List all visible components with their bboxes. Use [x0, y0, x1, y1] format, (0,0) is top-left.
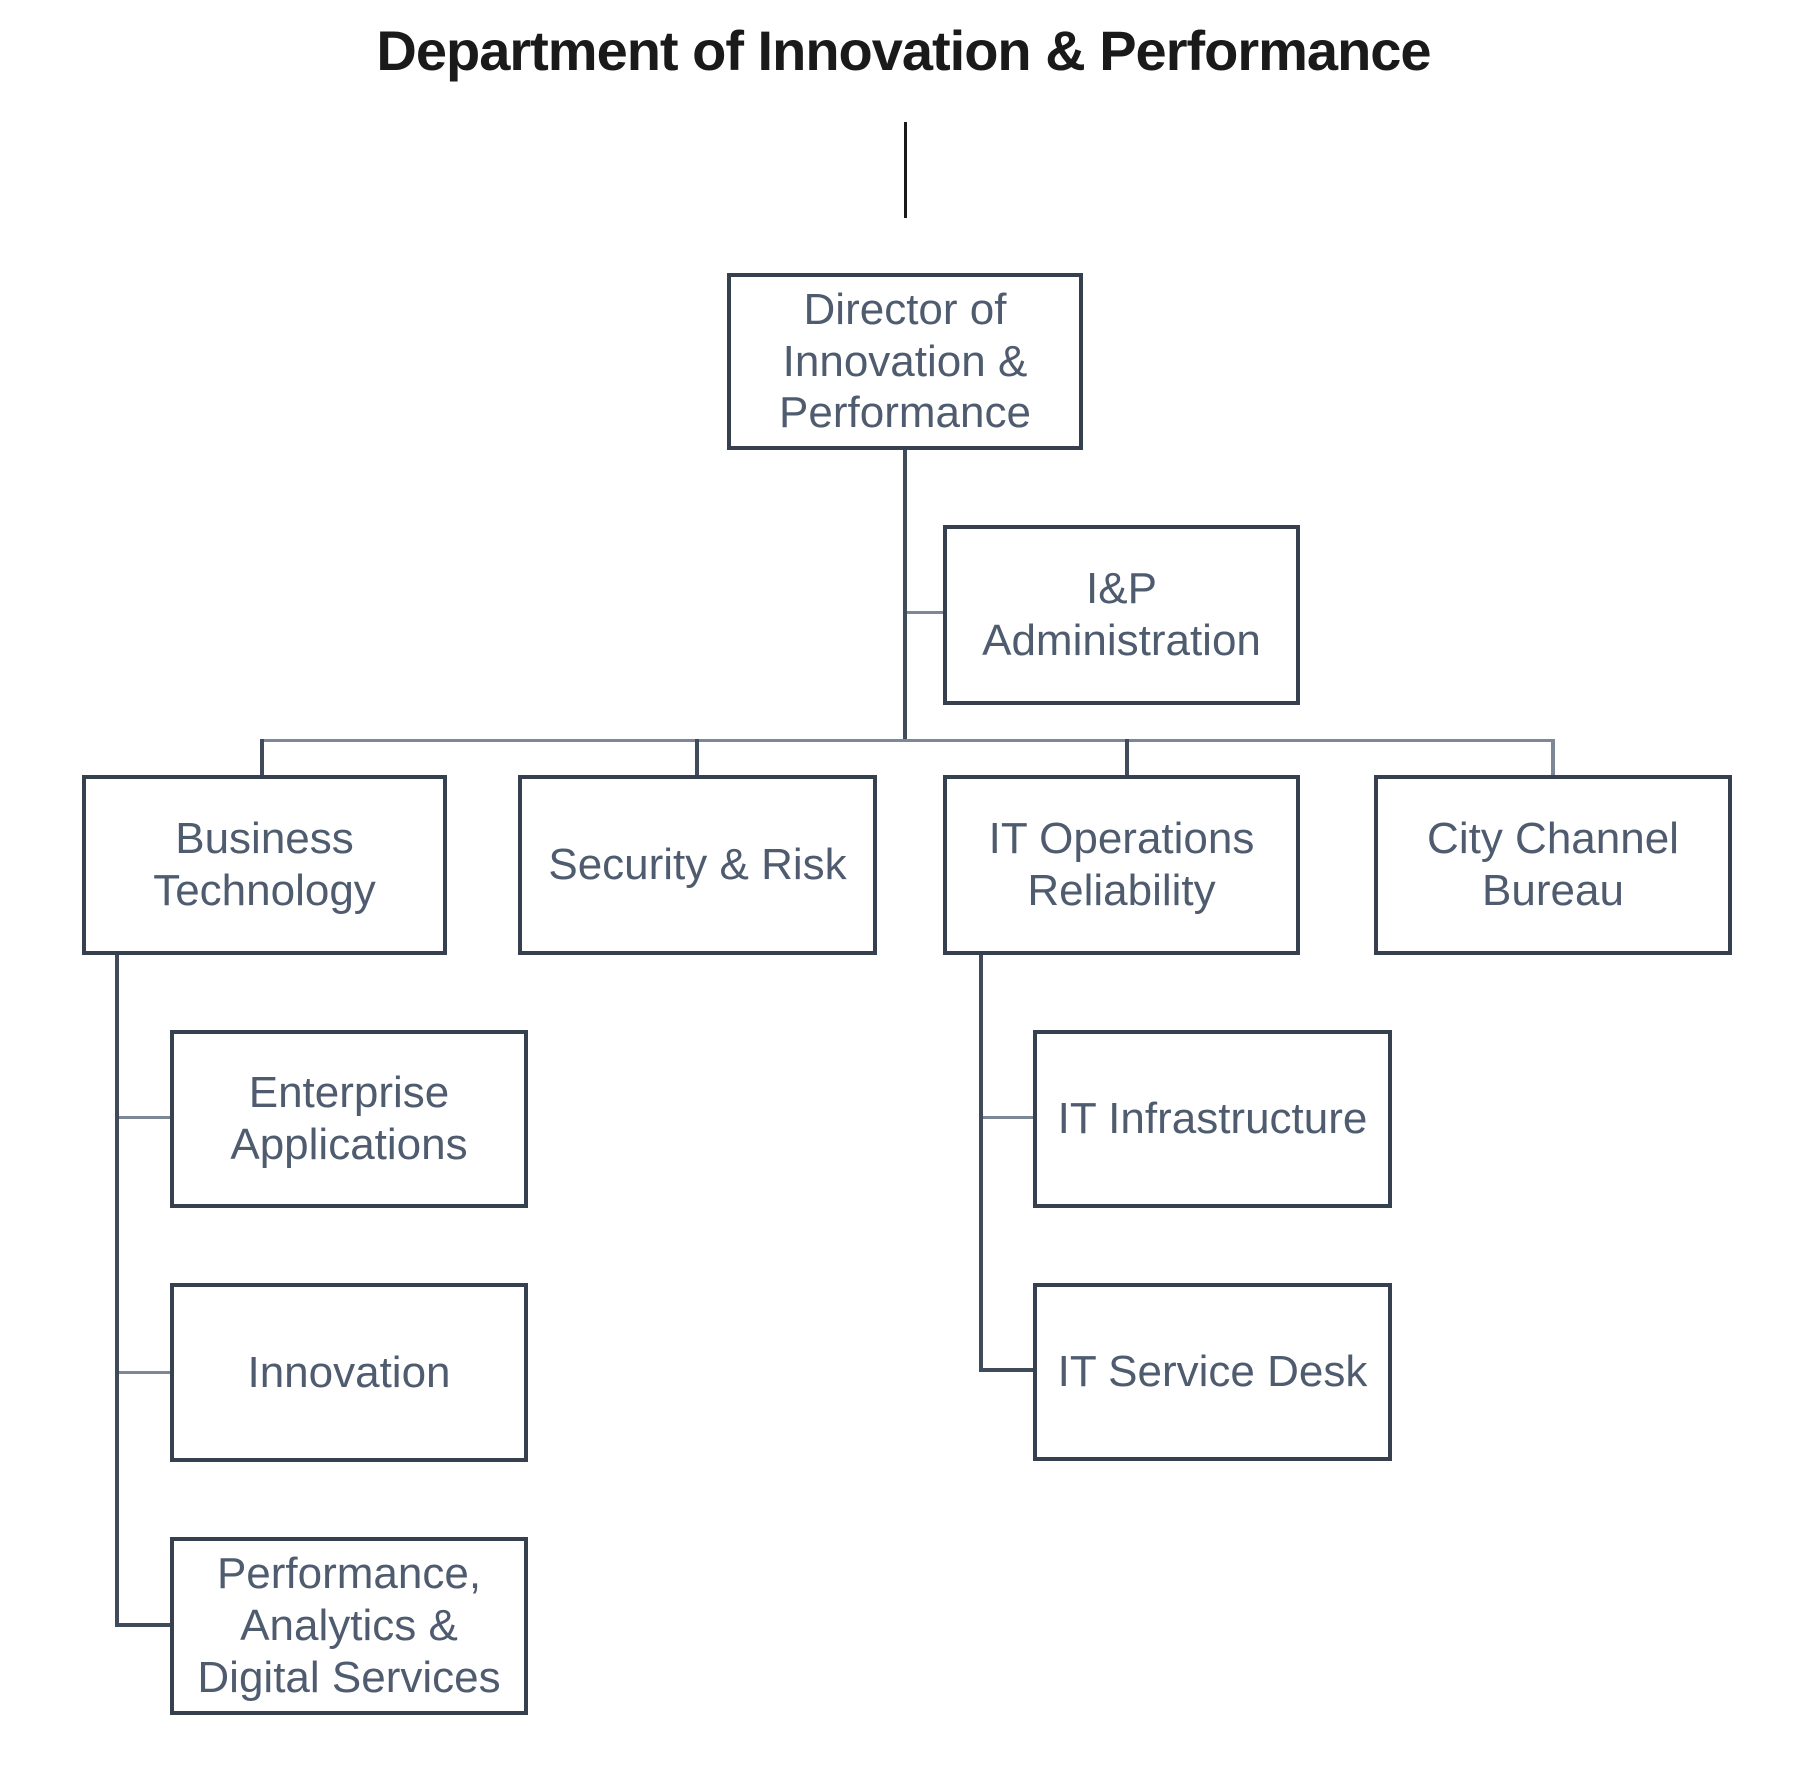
node-ip-administration: I&P Administration	[943, 525, 1300, 705]
connector-stub-innovation	[119, 1371, 170, 1374]
node-director-label: Director of Innovation & Performance	[779, 284, 1031, 438]
connector-stub-infrastructure	[983, 1116, 1033, 1119]
connector-stub-enterprise	[119, 1116, 170, 1119]
connector-business-trunk	[115, 955, 119, 1627]
connector-main-horizontal	[260, 739, 1555, 742]
chart-title: Department of Innovation & Performance	[376, 19, 1431, 82]
connector-drop-security	[695, 739, 699, 775]
connector-drop-itops	[1125, 739, 1129, 775]
connector-elbow-servicedesk	[979, 1368, 1033, 1372]
node-security-risk-label: Security & Risk	[548, 840, 847, 890]
node-ip-administration-label: I&P Administration	[982, 564, 1261, 665]
node-enterprise-applications: Enterprise Applications	[170, 1030, 528, 1208]
connector-itops-trunk	[979, 955, 983, 1372]
node-business-technology: Business Technology	[82, 775, 447, 955]
connector-drop-business	[260, 739, 264, 775]
node-innovation: Innovation	[170, 1283, 528, 1462]
connector-title-tick	[904, 122, 907, 218]
node-director: Director of Innovation & Performance	[727, 273, 1083, 450]
connector-admin-stub	[907, 611, 943, 614]
node-security-risk: Security & Risk	[518, 775, 877, 955]
node-enterprise-applications-label: Enterprise Applications	[230, 1068, 468, 1169]
node-it-infrastructure: IT Infrastructure	[1033, 1030, 1392, 1208]
node-it-infrastructure-label: IT Infrastructure	[1057, 1094, 1368, 1144]
node-performance-analytics-digital-services: Performance, Analytics & Digital Service…	[170, 1537, 528, 1715]
node-performance-analytics-digital-services-label: Performance, Analytics & Digital Service…	[197, 1549, 501, 1702]
connector-elbow-performance	[115, 1623, 170, 1627]
node-business-technology-label: Business Technology	[153, 814, 376, 915]
connector-director-trunk	[903, 450, 907, 742]
node-it-service-desk-label: IT Service Desk	[1057, 1347, 1368, 1397]
node-city-channel-bureau-label: City Channel Bureau	[1427, 814, 1679, 915]
node-city-channel-bureau: City Channel Bureau	[1374, 775, 1732, 955]
node-it-operations-reliability-label: IT Operations Reliability	[988, 814, 1255, 915]
node-it-operations-reliability: IT Operations Reliability	[943, 775, 1300, 955]
connector-drop-city	[1551, 739, 1555, 776]
node-it-service-desk: IT Service Desk	[1033, 1283, 1392, 1461]
node-innovation-label: Innovation	[247, 1347, 451, 1397]
